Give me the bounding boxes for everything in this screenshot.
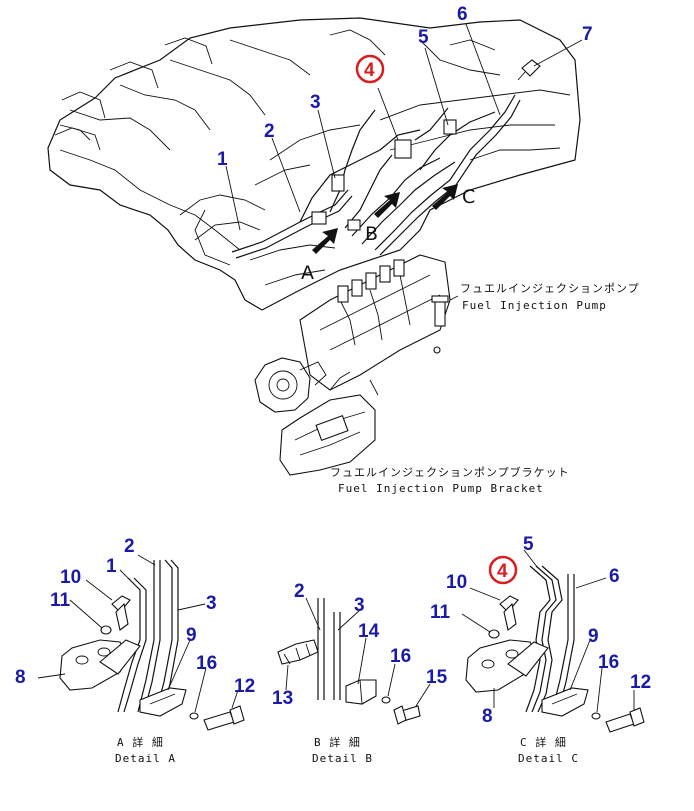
- view-arrows: [312, 184, 458, 254]
- pump-label-jp: フュエルインジェクションポンプ: [460, 282, 640, 295]
- detail-a-callout-11: 11: [50, 590, 71, 611]
- bracket-label-jp: フュエルインジェクションポンプブラケット: [330, 465, 570, 479]
- bracket-label-en: Fuel Injection Pump Bracket: [338, 482, 544, 495]
- detail-marker-a: A: [301, 262, 314, 284]
- detail-b-callout-2: 2: [294, 581, 305, 602]
- detail-a-callouts: 2 1 10 11 3 9 8 16 12: [15, 536, 255, 697]
- detail-b-callout-14: 14: [358, 621, 380, 642]
- detail-b-callout-16: 16: [390, 646, 411, 667]
- pump-label-en: Fuel Injection Pump: [462, 299, 607, 312]
- detail-c-callout-9: 9: [588, 626, 599, 647]
- callout-4-highlight-circle: [355, 54, 385, 84]
- callout-6: 6: [457, 4, 468, 25]
- detail-a-callout-10: 10: [60, 567, 81, 588]
- detail-marker-b: B: [365, 223, 378, 245]
- callout-3: 3: [310, 92, 321, 113]
- detail-b-callouts: 2 3 14 16 13 15: [272, 581, 448, 709]
- main-leader-lines: [225, 23, 583, 231]
- detail-a-title-jp: A 詳 細: [117, 735, 164, 749]
- detail-b-callout-3: 3: [354, 595, 365, 616]
- callout-5: 5: [418, 27, 429, 48]
- detail-a-title-en: Detail A: [115, 752, 176, 765]
- detail-a-drawing: [37, 554, 245, 731]
- detail-c-callout-10: 10: [446, 572, 467, 593]
- detail-a-callout-9: 9: [186, 625, 197, 646]
- detail-a-callout-12: 12: [234, 676, 255, 697]
- detail-c-callout-16: 16: [598, 652, 619, 673]
- detail-a-callout-3: 3: [206, 593, 217, 614]
- callout-2: 2: [264, 121, 275, 142]
- detail-c-callout-4-highlight-circle: [488, 555, 518, 585]
- detail-c-callouts: 5 4 6 10 11 9 16 12 8: [430, 534, 651, 727]
- detail-c-callout-12: 12: [630, 672, 651, 693]
- detail-a-callout-8: 8: [15, 667, 26, 688]
- detail-a-callout-16: 16: [196, 653, 217, 674]
- detail-c-callout-8: 8: [482, 706, 493, 727]
- detail-a-callout-1: 1: [106, 556, 117, 577]
- detail-b-title-jp: B 詳 細: [314, 735, 361, 749]
- detail-b-drawing: [277, 597, 431, 725]
- detail-b-title-en: Detail B: [312, 752, 373, 765]
- fuel-lines-drawing: [231, 59, 541, 259]
- detail-c-title-en: Detail C: [518, 752, 579, 765]
- detail-c-drawing: [461, 549, 645, 733]
- pump-bracket-drawing: [279, 371, 379, 476]
- detail-c-callout-6: 6: [609, 566, 620, 587]
- detail-c-callout-11: 11: [430, 602, 451, 623]
- callout-7: 7: [582, 24, 593, 45]
- callout-4: 4: [364, 60, 375, 81]
- detail-marker-c: C: [462, 186, 475, 208]
- detail-c-callout-4: 4: [497, 561, 508, 582]
- pump-drive-gear: [254, 357, 327, 413]
- detail-b-callout-15: 15: [426, 667, 448, 688]
- detail-b-callout-13: 13: [272, 688, 293, 709]
- fuel-injection-pump-drawing: [254, 254, 451, 413]
- detail-c-title-jp: C 詳 細: [520, 735, 567, 749]
- detail-a-callout-2: 2: [124, 536, 135, 557]
- callout-1: 1: [217, 149, 228, 170]
- engine-block-drawing: [47, 17, 581, 311]
- detail-c-callout-5: 5: [523, 534, 534, 555]
